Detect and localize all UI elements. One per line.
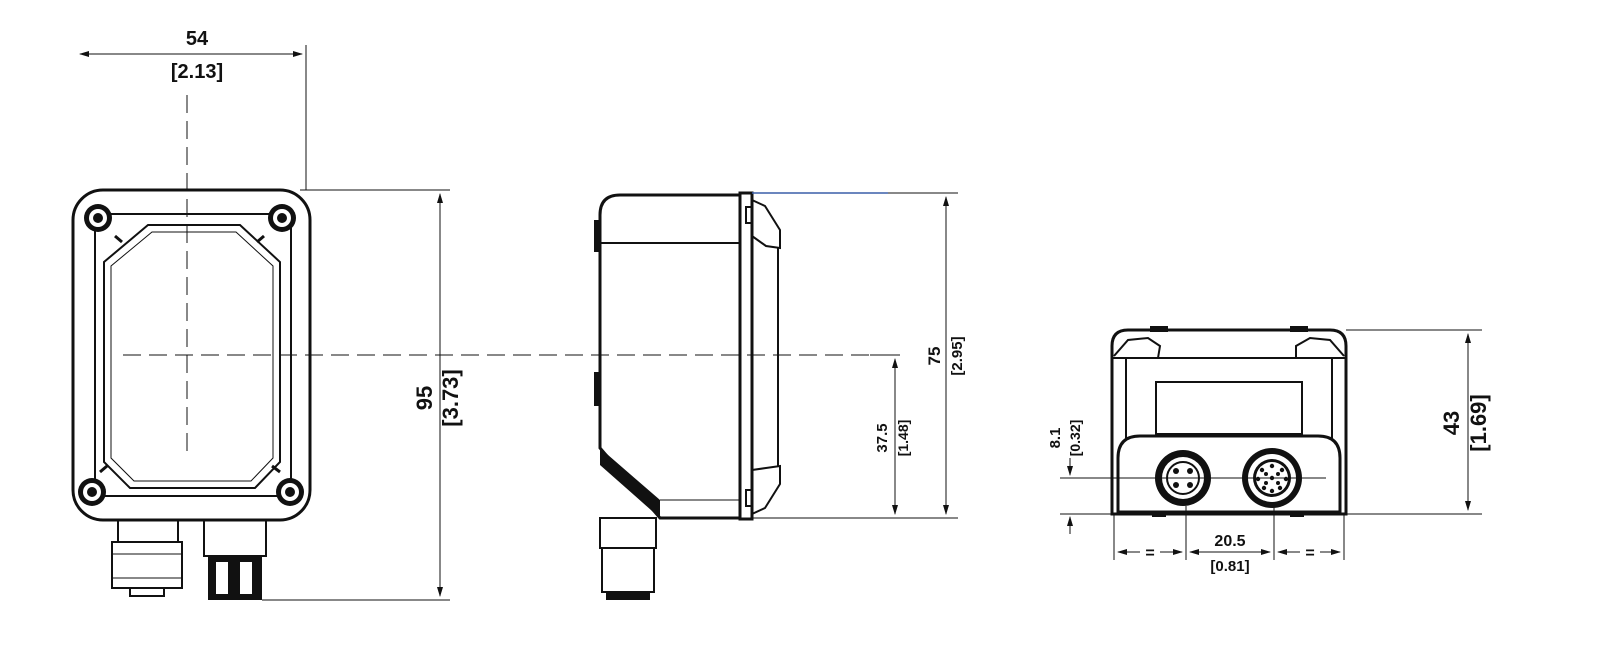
- front-width-mm: 54: [186, 28, 209, 50]
- side-height-mm: 75: [925, 347, 944, 366]
- bottom-equal-mark-right: =: [1305, 545, 1314, 562]
- front-screw-bottom-left: [78, 478, 106, 506]
- side-center-mm: 37.5: [874, 423, 891, 452]
- bottom-right-clip: [1295, 336, 1345, 358]
- side-cover-tab-top: [745, 206, 753, 224]
- side-front-cover: [738, 191, 754, 521]
- bottom-offset-mm: 8.1: [1047, 428, 1064, 449]
- side-cover-clip-bottom: [751, 464, 781, 515]
- side-cover-tab-bottom: [745, 489, 753, 507]
- bottom-height-mm: 43: [1439, 411, 1464, 435]
- front-screw-top-right: [268, 204, 296, 232]
- bottom-left-clip: [1113, 336, 1162, 359]
- bottom-connector-left: [1155, 450, 1211, 506]
- bottom-connector-plate: [1116, 434, 1342, 514]
- front-width-in: [2.13]: [171, 61, 223, 83]
- side-body-outline: [598, 193, 742, 520]
- side-cover-clip-top: [751, 199, 781, 250]
- side-height-in: [2.95]: [949, 336, 966, 375]
- bottom-equal-mark-left: =: [1145, 545, 1154, 562]
- bottom-view: 43 [1.69] 8.1 [0.32] = = 20.5 [0.81]: [1047, 326, 1491, 575]
- front-view: 54 [2.13] 95 [3.73]: [71, 28, 875, 601]
- front-slot-tr: [256, 234, 265, 244]
- bottom-equal-left-bg: [1140, 544, 1160, 558]
- front-window-inner-edge: [110, 231, 274, 482]
- front-height-mm: 95: [412, 386, 437, 410]
- front-height-in: [3.73]: [438, 369, 463, 426]
- front-screw-bottom-right: [276, 478, 304, 506]
- side-rib-top: [594, 220, 600, 252]
- bottom-spacing-in: [0.81]: [1210, 558, 1249, 575]
- front-screw-top-left: [84, 204, 112, 232]
- front-connector-left: [111, 519, 183, 597]
- side-angled-base: [600, 448, 660, 518]
- front-slot-tl: [114, 234, 123, 244]
- bottom-equal-right-bg: [1300, 544, 1320, 558]
- bottom-label-recess: [1155, 381, 1303, 435]
- bottom-offset-in: [0.32]: [1067, 420, 1083, 457]
- side-view: 75 [2.95] 37.5 [1.48]: [594, 191, 966, 600]
- side-center-in: [1.48]: [895, 420, 911, 457]
- front-body-outline: [71, 188, 312, 522]
- front-window: [103, 224, 281, 489]
- side-rib-middle: [594, 372, 600, 406]
- front-slot-br: [271, 464, 281, 474]
- front-frame-inner: [94, 213, 292, 497]
- front-connector-right: [203, 519, 267, 600]
- front-slot-bl: [99, 464, 108, 474]
- side-connector: [599, 517, 657, 600]
- bottom-spacing-mm: 20.5: [1214, 533, 1245, 550]
- bottom-height-in: [1.69]: [1466, 394, 1491, 451]
- bottom-tab-left: [1150, 326, 1168, 332]
- bottom-tab-right: [1290, 326, 1308, 332]
